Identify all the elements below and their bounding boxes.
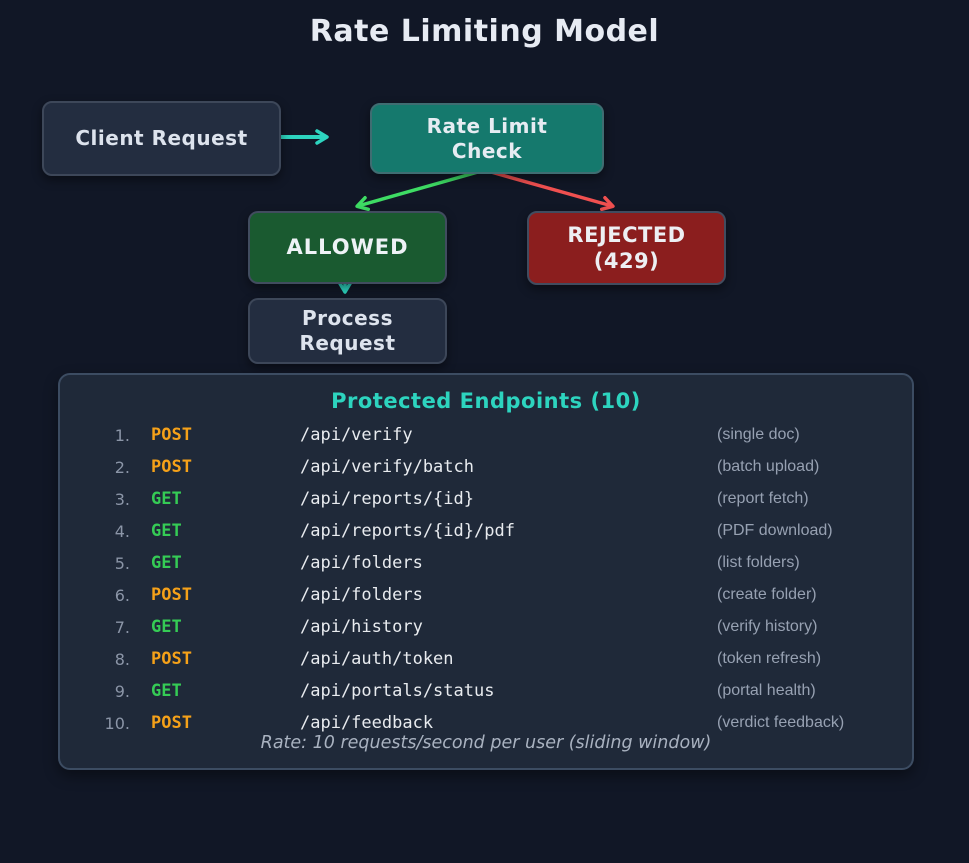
endpoint-path: /api/auth/token	[300, 649, 454, 669]
endpoint-description: (PDF download)	[717, 522, 833, 539]
endpoint-row: 7. GET /api/history (verify history)	[60, 611, 912, 643]
endpoints-panel: Protected Endpoints (10) 1. POST /api/ve…	[58, 373, 914, 770]
endpoint-description: (list folders)	[717, 554, 800, 571]
endpoint-number: 9.	[114, 681, 130, 701]
page-title: Rate Limiting Model	[309, 14, 660, 49]
endpoint-number: 3.	[114, 489, 130, 509]
endpoint-path: /api/folders	[300, 553, 423, 573]
endpoint-number: 7.	[114, 617, 130, 637]
endpoint-path: /api/history	[300, 617, 423, 637]
endpoint-description: (token refresh)	[717, 650, 822, 667]
endpoint-method: GET	[151, 553, 182, 573]
endpoint-row: 4. GET /api/reports/{id}/pdf (PDF downlo…	[60, 515, 912, 547]
endpoints-panel-title: Protected Endpoints (10)	[331, 389, 641, 413]
endpoint-description: (single doc)	[717, 426, 800, 443]
endpoint-row: 9. GET /api/portals/status (portal healt…	[60, 675, 912, 707]
endpoint-method: GET	[151, 617, 182, 637]
endpoint-description: (report fetch)	[717, 490, 809, 507]
endpoint-row: 6. POST /api/folders (create folder)	[60, 579, 912, 611]
endpoint-list: 1. POST /api/verify (single doc) 2. POST…	[60, 419, 912, 739]
rate-limit-check-label: Rate Limit Check	[426, 113, 548, 163]
endpoint-description: (verify history)	[717, 618, 818, 635]
endpoint-number: 8.	[114, 649, 130, 669]
endpoint-description: (verdict feedback)	[717, 714, 845, 731]
endpoint-number: 6.	[114, 585, 130, 605]
rejected-label: REJECTED (429)	[567, 222, 686, 273]
endpoint-description: (portal health)	[717, 682, 816, 699]
flow-node-rejected: REJECTED (429)	[527, 211, 726, 285]
endpoint-method: POST	[151, 457, 192, 477]
allowed-label: ALLOWED	[286, 235, 409, 260]
endpoint-method: GET	[151, 521, 182, 541]
endpoint-method: POST	[151, 713, 192, 733]
process-request-label: Process Request	[299, 306, 396, 355]
arrow-check-to-allowed	[355, 170, 479, 212]
rate-note: Rate: 10 requests/second per user (slidi…	[260, 733, 712, 753]
arrow-check-to-rejected	[490, 170, 615, 212]
flow-node-process-request: Process Request	[248, 298, 447, 364]
flow-node-rate-limit-check: Rate Limit Check	[370, 103, 604, 174]
flow-node-client-request: Client Request	[42, 101, 281, 176]
endpoint-row: 10. POST /api/feedback (verdict feedback…	[60, 707, 912, 739]
endpoint-description: (batch upload)	[717, 458, 820, 475]
endpoint-path: /api/feedback	[300, 713, 434, 733]
endpoint-path: /api/folders	[300, 585, 423, 605]
endpoint-path: /api/reports/{id}	[300, 489, 474, 509]
endpoint-method: POST	[151, 425, 192, 445]
flow-node-allowed: ALLOWED	[248, 211, 447, 284]
endpoint-description: (create folder)	[717, 586, 817, 603]
endpoint-number: 1.	[114, 425, 130, 445]
endpoint-method: GET	[151, 681, 182, 701]
endpoint-number: 4.	[114, 521, 130, 541]
endpoint-method: POST	[151, 649, 192, 669]
endpoint-row: 2. POST /api/verify/batch (batch upload)	[60, 451, 912, 483]
endpoint-path: /api/verify/batch	[300, 457, 474, 477]
endpoint-row: 8. POST /api/auth/token (token refresh)	[60, 643, 912, 675]
endpoint-number: 10.	[104, 713, 130, 733]
endpoint-method: GET	[151, 489, 182, 509]
endpoint-number: 5.	[114, 553, 130, 573]
endpoint-number: 2.	[114, 457, 130, 477]
endpoint-path: /api/portals/status	[300, 681, 495, 701]
endpoint-method: POST	[151, 585, 192, 605]
endpoint-path: /api/verify	[300, 425, 413, 445]
endpoint-row: 5. GET /api/folders (list folders)	[60, 547, 912, 579]
endpoint-row: 3. GET /api/reports/{id} (report fetch)	[60, 483, 912, 515]
endpoint-row: 1. POST /api/verify (single doc)	[60, 419, 912, 451]
endpoint-path: /api/reports/{id}/pdf	[300, 521, 515, 541]
client-request-label: Client Request	[75, 126, 248, 150]
